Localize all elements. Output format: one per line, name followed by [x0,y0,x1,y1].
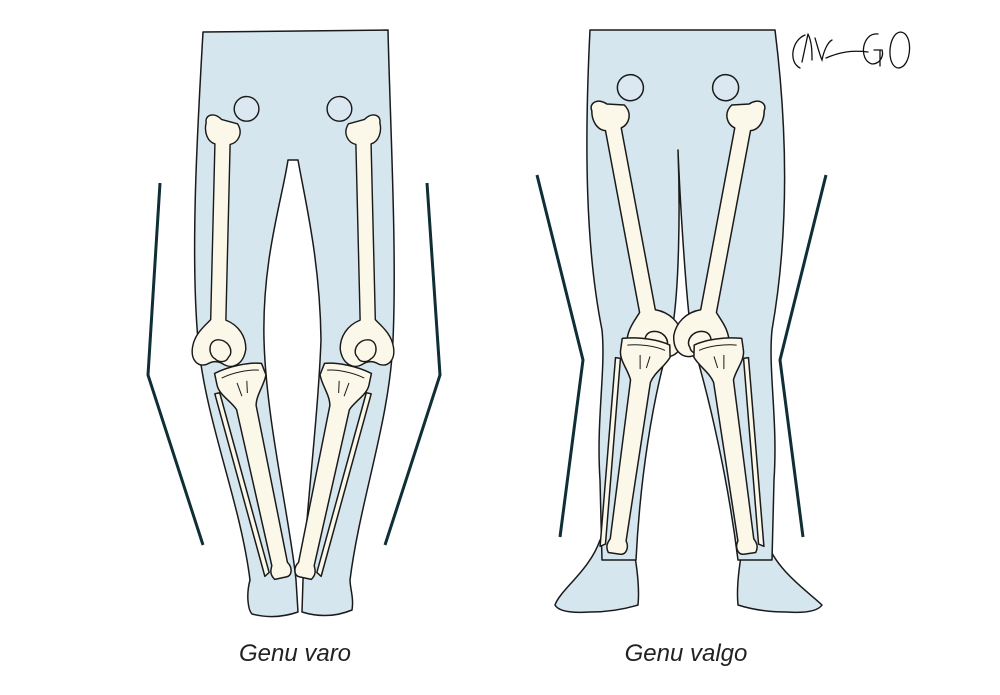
genu-valgo-label: Genu valgo [624,640,748,667]
signature-logo [792,31,911,69]
valgo-right-alignment-line [778,174,828,538]
valgo-left-alignment-line [535,174,585,538]
genu-varo-figure [146,29,442,618]
genu-valgo-figure [535,29,828,614]
genu-varo-label: Genu varo [238,640,352,667]
varo-left-tibia [209,359,309,585]
varo-left-alignment-line [146,182,205,546]
varo-right-alignment-line [383,182,442,546]
